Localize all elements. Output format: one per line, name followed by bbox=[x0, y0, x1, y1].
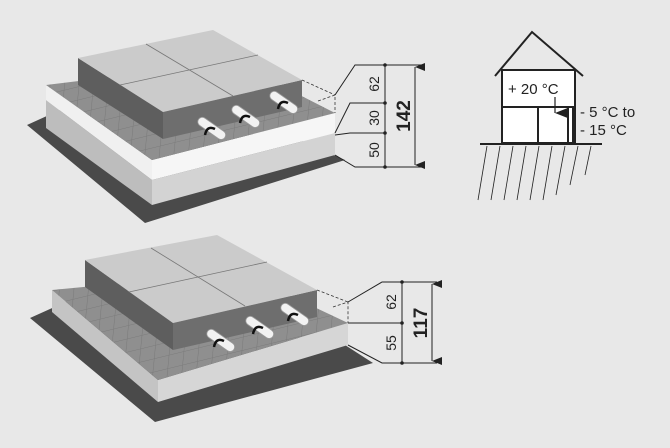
slab-left-face bbox=[52, 290, 158, 402]
bottom-floor-build-up: 62 55 117 bbox=[30, 235, 442, 422]
slab-left-face-white bbox=[46, 85, 152, 180]
ground-hatch bbox=[477, 145, 592, 201]
tile-joint bbox=[145, 43, 234, 97]
tile-left-face bbox=[85, 260, 173, 350]
pipe-clip bbox=[238, 114, 251, 124]
pipe-clip bbox=[212, 338, 225, 348]
layer-thickness-label: 62 bbox=[366, 76, 382, 92]
slab-left-face-gray bbox=[46, 100, 152, 205]
slab-right-face bbox=[158, 323, 348, 402]
slab-right-face-gray bbox=[152, 133, 335, 205]
tile-left-face bbox=[78, 58, 163, 139]
layer-thickness-label: 62 bbox=[383, 294, 399, 310]
dimension-lines bbox=[334, 63, 425, 169]
inside-temperature: + 20 °C bbox=[508, 81, 559, 98]
house-icon bbox=[477, 30, 602, 201]
tile-joint bbox=[150, 247, 246, 307]
dimension-lines bbox=[347, 280, 442, 365]
layer-thickness-label: 50 bbox=[366, 142, 382, 158]
pipe-clip bbox=[203, 126, 216, 136]
outside-temperature-line2: - 15 °C bbox=[580, 122, 627, 139]
total-thickness-label: 142 bbox=[394, 100, 415, 132]
top-floor-build-up: 62 30 50 142 bbox=[27, 30, 425, 223]
layer-thickness-label: 30 bbox=[366, 110, 382, 126]
pipe-clip bbox=[276, 100, 289, 110]
pipe-clip bbox=[251, 325, 264, 335]
slab-right-face-white bbox=[152, 113, 335, 180]
layer-thickness-label: 55 bbox=[383, 335, 399, 351]
pipe-clip bbox=[286, 312, 299, 322]
total-thickness-label: 117 bbox=[411, 308, 432, 339]
tile-top-face bbox=[78, 30, 302, 112]
outside-temperature-line1: - 5 °C to bbox=[580, 104, 635, 121]
